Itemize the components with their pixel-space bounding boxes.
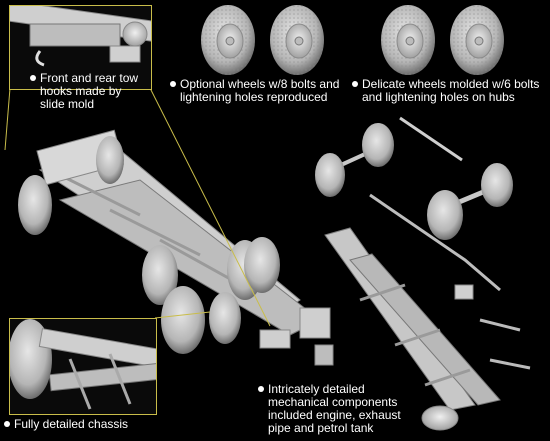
caption-line: Optional wheels w/8 bolts and xyxy=(180,77,340,91)
caption-line: Front and rear tow xyxy=(40,71,139,85)
caption-line: included engine, exhaust xyxy=(268,408,401,422)
chassis-detail-illustration xyxy=(10,319,156,410)
bullet-icon xyxy=(30,75,36,81)
caption-chassis: Fully detailed chassis xyxy=(4,418,128,431)
bullet-icon xyxy=(170,81,176,87)
caption-tow-hooks: Front and rear tow hooks made by slide m… xyxy=(30,72,138,111)
delicate-wheel-right xyxy=(450,5,504,75)
caption-line: and lightening holes on hubs xyxy=(362,90,515,104)
tow-hook-illustration xyxy=(10,6,151,67)
caption-line: hooks made by xyxy=(40,84,122,98)
exploded-components xyxy=(299,116,531,431)
caption-delicate-wheels: Delicate wheels molded w/6 bolts and lig… xyxy=(352,78,539,104)
caption-line: Fully detailed chassis xyxy=(14,417,129,431)
callout-lines xyxy=(4,87,271,327)
caption-line: slide mold xyxy=(40,97,95,111)
caption-line: lightening holes reproduced xyxy=(180,90,328,104)
bullet-icon xyxy=(352,81,358,87)
caption-line: mechanical components xyxy=(268,395,398,409)
chassis-inset xyxy=(9,318,157,415)
caption-optional-wheels: Optional wheels w/8 bolts and lightening… xyxy=(170,78,339,104)
bullet-icon xyxy=(4,421,10,427)
delicate-wheel-left xyxy=(381,5,435,75)
caption-line: Delicate wheels molded w/6 bolts xyxy=(362,77,540,91)
caption-line: Intricately detailed xyxy=(268,382,365,396)
optional-wheel-left xyxy=(201,5,255,75)
caption-mechanical: Intricately detailed mechanical componen… xyxy=(258,383,401,435)
caption-line: pipe and petrol tank xyxy=(268,421,374,435)
bullet-icon xyxy=(258,386,264,392)
optional-wheel-right xyxy=(270,5,324,75)
